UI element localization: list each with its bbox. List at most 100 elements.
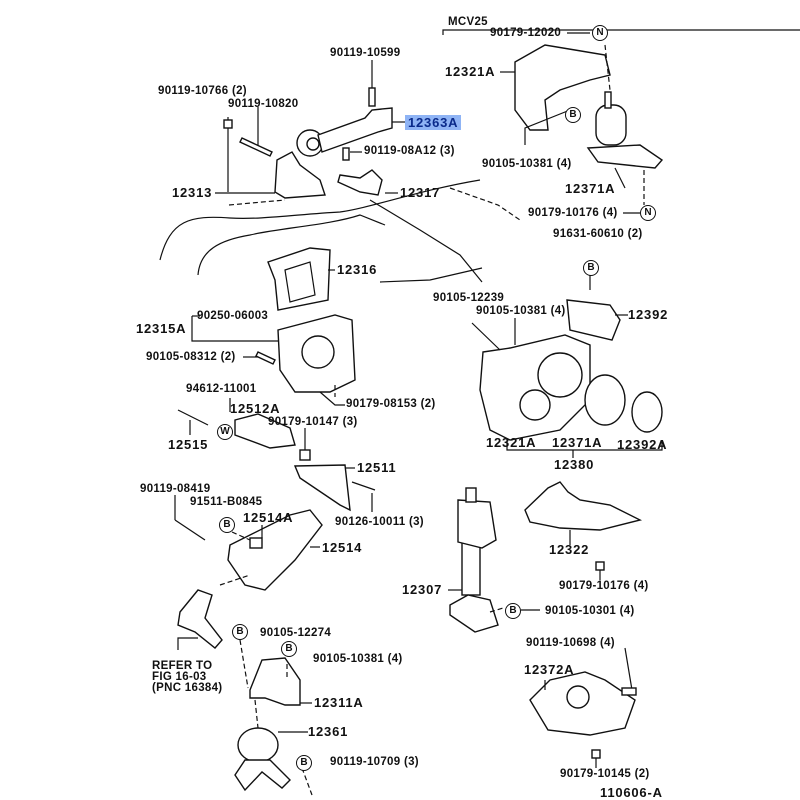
bolt-90105-08312: [255, 351, 276, 365]
part-label-90250-06003[interactable]: 90250-06003: [197, 310, 269, 322]
engine-outline: [159, 179, 481, 261]
part-label-12512A[interactable]: 12512A: [230, 401, 281, 416]
part-label-90119-08A12[interactable]: 90119-08A12 (3): [364, 145, 455, 157]
dash-90105-12274: [239, 639, 249, 689]
part-label-90119-10820[interactable]: 90119-10820: [228, 98, 299, 110]
part-label-90105-12239[interactable]: 90105-12239: [433, 292, 505, 304]
part-label-12363A-highlighted[interactable]: 12363A: [405, 115, 462, 130]
w-symbol: W: [217, 424, 233, 440]
part-label-90105-08312[interactable]: 90105-08312 (2): [146, 351, 236, 363]
part-label-12322[interactable]: 12322: [549, 542, 590, 557]
torque-rod-bushing-hole: [306, 137, 320, 151]
part-label-12321A-top[interactable]: 12321A: [445, 64, 496, 79]
part-label-90105-12274[interactable]: 90105-12274: [260, 627, 332, 639]
leader-90105-10381-top: [524, 109, 571, 145]
part-label-90105-10381-mid[interactable]: 90105-10381 (4): [476, 305, 566, 317]
b-symbol-90105-10301: B: [505, 603, 521, 619]
figure-id: 110606-A: [600, 785, 663, 800]
dash-engine-top: [449, 187, 521, 221]
dash-12361: [254, 699, 259, 729]
part-label-90119-10709[interactable]: 90119-10709 (3): [330, 756, 419, 768]
n-symbol-bottom: N: [640, 205, 656, 221]
bracket-reference: [177, 589, 223, 649]
bolt-90119-10599: [368, 87, 376, 107]
part-label-90119-10766[interactable]: 90119-10766 (2): [158, 85, 247, 97]
leader-12315A: [191, 316, 278, 342]
part-label-12361[interactable]: 12361: [308, 724, 349, 739]
part-label-12321A-mid[interactable]: 12321A: [486, 435, 537, 450]
bolt-head-90119-10766: [223, 119, 233, 129]
part-label-90179-10176-low[interactable]: 90179-10176 (4): [559, 580, 649, 592]
dash-90105-10301: [489, 607, 504, 613]
part-label-12392[interactable]: 12392: [628, 307, 669, 322]
bolt-90119-08A12: [342, 147, 350, 161]
part-label-90179-10147[interactable]: 90179-10147 (3): [268, 416, 358, 428]
part-label-12316[interactable]: 12316: [337, 262, 378, 277]
part-label-12514A[interactable]: 12514A: [243, 510, 294, 525]
part-label-90179-10176-top[interactable]: 90179-10176 (4): [528, 207, 618, 219]
stud-12371A: [604, 91, 612, 109]
part-label-90119-10599[interactable]: 90119-10599: [330, 47, 401, 59]
part-label-12315A[interactable]: 12315A: [136, 321, 187, 336]
part-label-90179-10145[interactable]: 90179-10145 (2): [560, 768, 650, 780]
bolt-12515: [177, 409, 209, 426]
dash-12313: [228, 199, 286, 206]
part-label-12317[interactable]: 12317: [400, 185, 441, 200]
housing-bore-upper: [537, 352, 583, 398]
bolt-90119-10698: [621, 687, 637, 696]
reference-note-line2: FIG 16-03: [152, 671, 207, 683]
bolt-90105-12239: [471, 322, 501, 351]
mount-12361-base: [234, 759, 291, 792]
bracket-12511: [293, 464, 351, 512]
part-label-12392A[interactable]: 12392A: [617, 437, 668, 452]
part-label-12311A[interactable]: 12311A: [314, 695, 364, 710]
part-label-12511[interactable]: 12511: [357, 460, 397, 475]
reference-note-line1: REFER TO: [152, 660, 213, 672]
stud-90126-10011: [351, 481, 376, 491]
b-symbol-91511: B: [219, 517, 235, 533]
b-symbol-top: B: [565, 107, 581, 123]
nut-12514A: [249, 537, 263, 549]
model-bracket-line: [442, 29, 800, 35]
mount-12371A-top: [595, 104, 627, 146]
part-label-90179-08153[interactable]: 90179-08153 (2): [346, 398, 436, 410]
leader-90179-08153: [319, 391, 345, 406]
cover-12392: [566, 299, 621, 341]
part-label-90126-10011[interactable]: 90126-10011 (3): [335, 516, 424, 528]
part-label-91511-B0845[interactable]: 91511-B0845: [190, 496, 263, 508]
part-label-12371A-top[interactable]: 12371A: [565, 181, 616, 196]
part-label-12514[interactable]: 12514: [322, 540, 363, 555]
bracket-12322: [524, 481, 643, 531]
dash-reference: [219, 574, 251, 586]
bracket-12317: [337, 169, 383, 196]
part-label-12307[interactable]: 12307: [402, 582, 443, 597]
mount-12372A-core: [566, 685, 590, 709]
part-label-90105-10301[interactable]: 90105-10301 (4): [545, 605, 635, 617]
part-label-12380[interactable]: 12380: [554, 457, 595, 472]
housing-bore-lower: [519, 389, 551, 421]
damper-base: [449, 594, 499, 633]
part-label-12371A-mid[interactable]: 12371A: [552, 435, 603, 450]
leader-reference: [177, 637, 198, 650]
damper-stud: [465, 487, 477, 503]
part-label-12515[interactable]: 12515: [168, 437, 209, 452]
cap-12392A: [631, 391, 663, 433]
engine-outline-right: [369, 199, 483, 283]
bracket-12315A-hole: [301, 335, 335, 369]
nut-90179-10147: [299, 449, 311, 461]
part-label-90105-10381-low[interactable]: 90105-10381 (4): [313, 653, 403, 665]
part-label-94612-11001[interactable]: 94612-11001: [186, 383, 257, 395]
part-label-90119-10698[interactable]: 90119-10698 (4): [526, 637, 615, 649]
part-label-90119-08419[interactable]: 90119-08419: [140, 483, 211, 495]
part-label-12372A[interactable]: 12372A: [524, 662, 575, 677]
part-label-12313[interactable]: 12313: [172, 185, 213, 200]
part-label-90105-10381-top[interactable]: 90105-10381 (4): [482, 158, 572, 170]
part-label-90179-12020[interactable]: 90179-12020: [490, 27, 562, 39]
dash-91511: [231, 531, 251, 541]
bracket-12514: [227, 509, 323, 591]
b-symbol-90119-10709: B: [296, 755, 312, 771]
n-symbol-top: N: [592, 25, 608, 41]
part-label-91631-60610[interactable]: 91631-60610 (2): [553, 228, 643, 240]
nut-90179-10176-low: [595, 561, 605, 571]
